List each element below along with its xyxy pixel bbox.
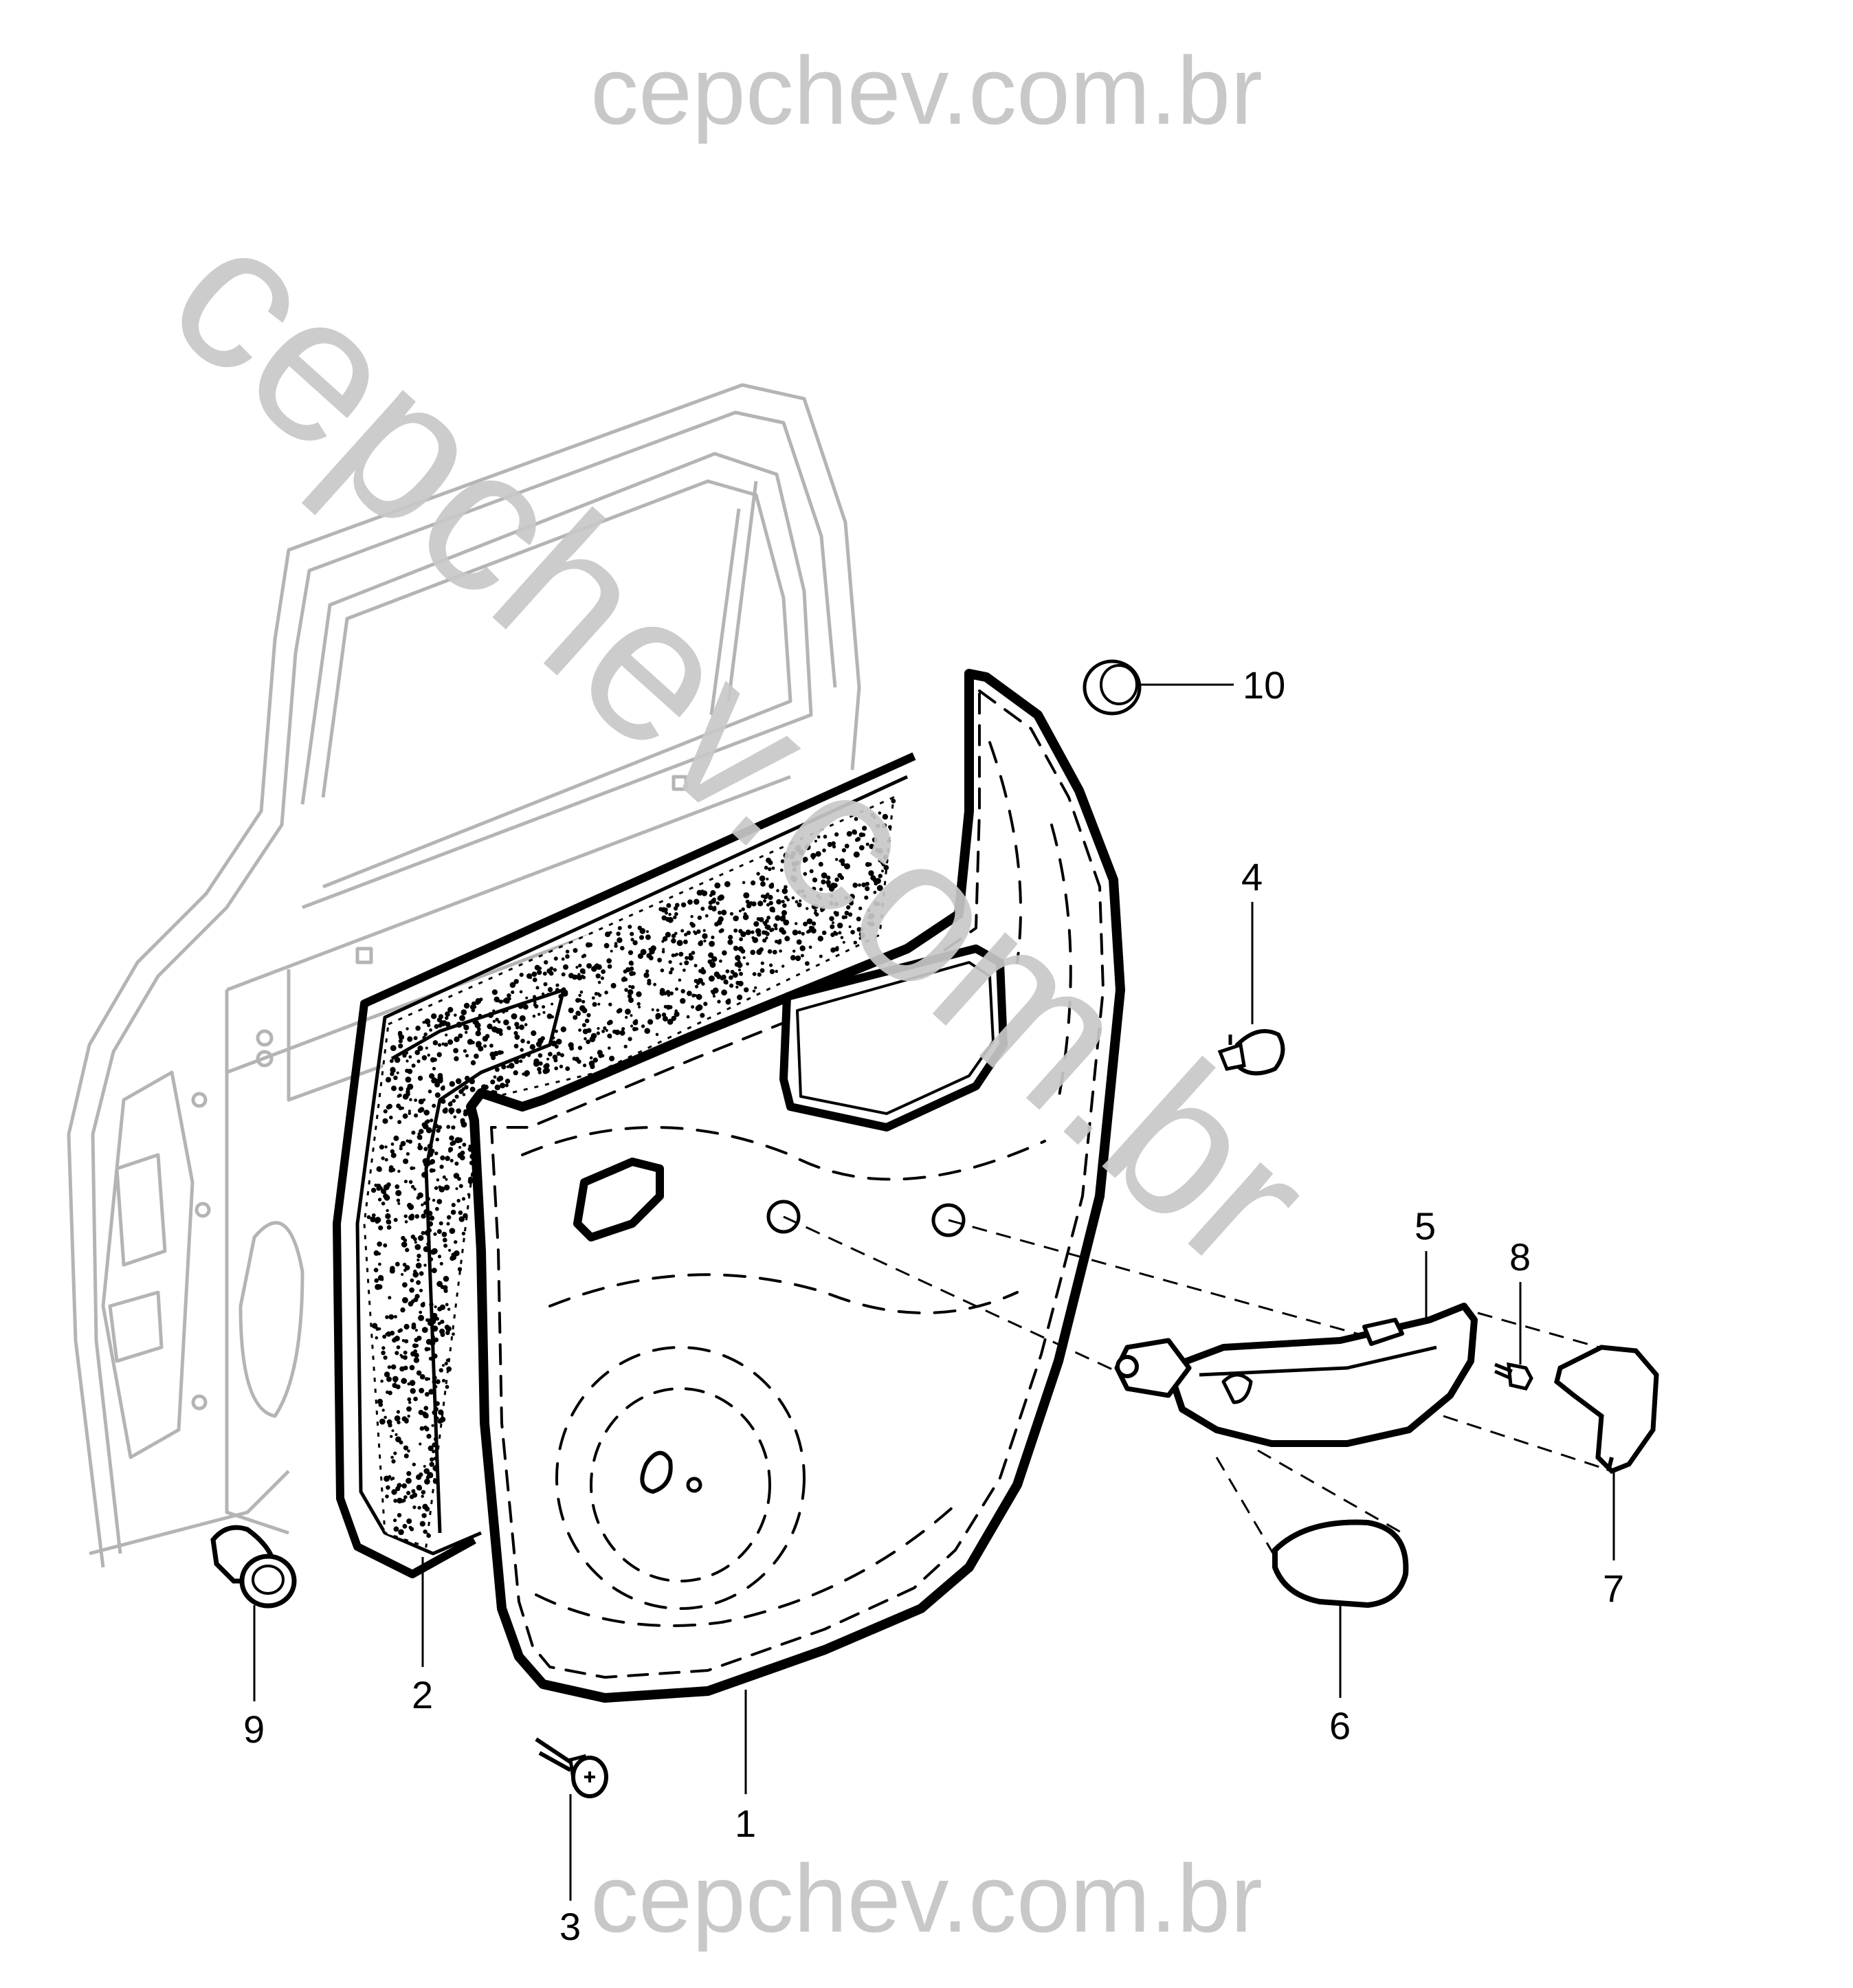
- pull-handle: [1114, 1303, 1478, 1447]
- retainer-9: [210, 1525, 297, 1609]
- part-label-3: 3: [559, 1905, 581, 1948]
- screw-3: [535, 1737, 608, 1798]
- part-label-9: 9: [243, 1708, 265, 1751]
- watermark-top: cepchev.com.br: [590, 36, 1263, 144]
- part-label-5: 5: [1414, 1204, 1436, 1248]
- part-label-8: 8: [1509, 1235, 1531, 1279]
- end-cap: [1554, 1345, 1659, 1475]
- part-label-2: 2: [412, 1673, 433, 1716]
- part-label-7: 7: [1603, 1567, 1624, 1610]
- leader-lines: [253, 683, 1615, 1901]
- part-labels: 10 4 5 8 7 6 1 2 9 3: [243, 663, 1624, 1948]
- plug-10: [1083, 659, 1142, 716]
- water-deflector-stipple: [366, 798, 896, 1538]
- part-label-10: 10: [1243, 663, 1285, 707]
- handle-cover: [1272, 1519, 1409, 1609]
- clip-4: [1217, 1029, 1285, 1076]
- part-label-6: 6: [1329, 1704, 1351, 1747]
- part-label-4: 4: [1241, 855, 1263, 898]
- part-label-1: 1: [735, 1802, 756, 1845]
- door-trim-panel: [466, 669, 1125, 1703]
- screw-8: [1494, 1362, 1533, 1391]
- door-frame-ghost: [67, 383, 861, 1568]
- watermark-bottom: cepchev.com.br: [590, 1844, 1263, 1952]
